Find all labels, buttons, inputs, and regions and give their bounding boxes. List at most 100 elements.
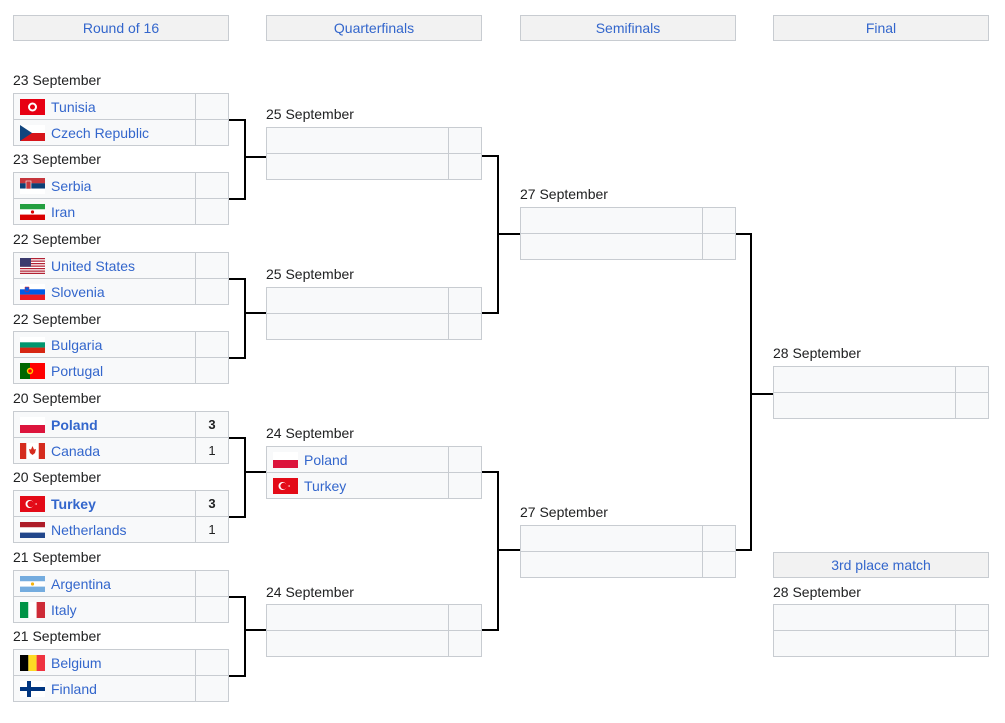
team-row: Italy <box>13 597 229 623</box>
team-name-slot <box>774 605 956 630</box>
team-row <box>266 631 482 657</box>
united-states-flag-icon <box>20 257 45 274</box>
team-row: United States <box>13 252 229 279</box>
match-date: 20 September <box>13 390 101 406</box>
tunisia-flag-icon <box>20 98 45 115</box>
score-cell <box>449 314 481 339</box>
team-row <box>266 154 482 180</box>
italy-flag-icon <box>20 601 45 618</box>
score-cell: 3 <box>208 496 216 511</box>
team-name-slot <box>267 154 449 179</box>
team-name-link[interactable]: Netherlands <box>14 517 196 542</box>
header-semifinals[interactable]: Semifinals <box>520 15 736 41</box>
score-cell <box>956 605 988 630</box>
score-cell <box>956 631 988 656</box>
team-name-link[interactable]: Belgium <box>14 650 196 675</box>
team-name-link[interactable]: Turkey <box>14 491 196 516</box>
team-row: Iran <box>13 199 229 225</box>
match-date: 21 September <box>13 628 101 644</box>
poland-flag-icon <box>20 416 45 433</box>
header-final[interactable]: Final <box>773 15 989 41</box>
team-name-link[interactable]: Finland <box>14 676 196 701</box>
turkey-flag-icon <box>273 477 298 494</box>
team-name-link[interactable]: Tunisia <box>14 94 196 119</box>
score-cell <box>449 288 481 313</box>
portugal-flag-icon <box>20 362 45 379</box>
score-cell <box>196 253 228 278</box>
team-row <box>773 631 989 657</box>
score-cell <box>449 605 481 630</box>
team-name-link[interactable]: Canada <box>14 438 196 463</box>
score-cell: 1 <box>208 522 216 537</box>
score-cell <box>703 552 735 577</box>
team-name-link[interactable]: Portugal <box>14 358 196 383</box>
team-name-link[interactable]: Turkey <box>267 473 449 498</box>
connector-qf-1 <box>482 155 520 314</box>
team-name-link[interactable]: Poland <box>14 412 196 437</box>
match-date: 27 September <box>520 186 608 202</box>
canada-flag-icon <box>20 442 45 459</box>
score-cell <box>449 447 481 472</box>
team-row: Poland 3 <box>13 411 229 438</box>
team-name-slot <box>521 526 703 551</box>
score-cell: 1 <box>208 443 216 458</box>
header-third-place[interactable]: 3rd place match <box>773 552 989 578</box>
team-row: Turkey 3 <box>13 490 229 517</box>
score-cell <box>449 473 481 498</box>
team-name-link[interactable]: Czech Republic <box>14 120 196 145</box>
team-row <box>266 287 482 314</box>
connector-r16-4 <box>229 596 266 677</box>
score-cell <box>703 208 735 233</box>
match-date: 23 September <box>13 151 101 167</box>
team-name-slot <box>267 631 449 656</box>
score-cell <box>196 358 228 383</box>
team-name-slot <box>774 631 956 656</box>
score-cell <box>196 597 228 622</box>
team-name-link[interactable]: Poland <box>267 447 449 472</box>
team-row <box>520 525 736 552</box>
score-cell <box>449 128 481 153</box>
match-date: 23 September <box>13 72 101 88</box>
score-cell <box>196 94 228 119</box>
team-name-link[interactable]: Serbia <box>14 173 196 198</box>
team-name-slot <box>267 314 449 339</box>
score-cell <box>196 650 228 675</box>
team-row <box>520 234 736 260</box>
team-row: Serbia <box>13 172 229 199</box>
team-row: Finland <box>13 676 229 702</box>
match-date: 20 September <box>13 469 101 485</box>
connector-sf <box>736 233 773 551</box>
score-cell <box>196 571 228 596</box>
connector-qf-2 <box>482 471 520 631</box>
iran-flag-icon <box>20 203 45 220</box>
team-name-link[interactable]: Iran <box>14 199 196 224</box>
match-date: 24 September <box>266 425 354 441</box>
score-cell <box>956 367 988 392</box>
slovenia-flag-icon <box>20 283 45 300</box>
match-date: 22 September <box>13 231 101 247</box>
team-row: Portugal <box>13 358 229 384</box>
match-date: 22 September <box>13 311 101 327</box>
team-row <box>266 314 482 340</box>
team-name-slot <box>521 552 703 577</box>
match-date: 28 September <box>773 584 861 600</box>
team-name-slot <box>774 393 956 418</box>
score-cell <box>196 120 228 145</box>
team-name-slot <box>521 208 703 233</box>
score-cell <box>196 173 228 198</box>
team-row <box>520 207 736 234</box>
team-row: Canada 1 <box>13 438 229 464</box>
score-cell <box>956 393 988 418</box>
team-row: Slovenia <box>13 279 229 305</box>
team-row: Turkey <box>266 473 482 499</box>
team-name-link[interactable]: Italy <box>14 597 196 622</box>
score-cell: 3 <box>208 417 216 432</box>
team-name-link[interactable]: United States <box>14 253 196 278</box>
header-round-of-16[interactable]: Round of 16 <box>13 15 229 41</box>
czech-republic-flag-icon <box>20 124 45 141</box>
team-name-link[interactable]: Slovenia <box>14 279 196 304</box>
team-name-link[interactable]: Argentina <box>14 571 196 596</box>
team-name-link[interactable]: Bulgaria <box>14 332 196 357</box>
header-quarterfinals[interactable]: Quarterfinals <box>266 15 482 41</box>
